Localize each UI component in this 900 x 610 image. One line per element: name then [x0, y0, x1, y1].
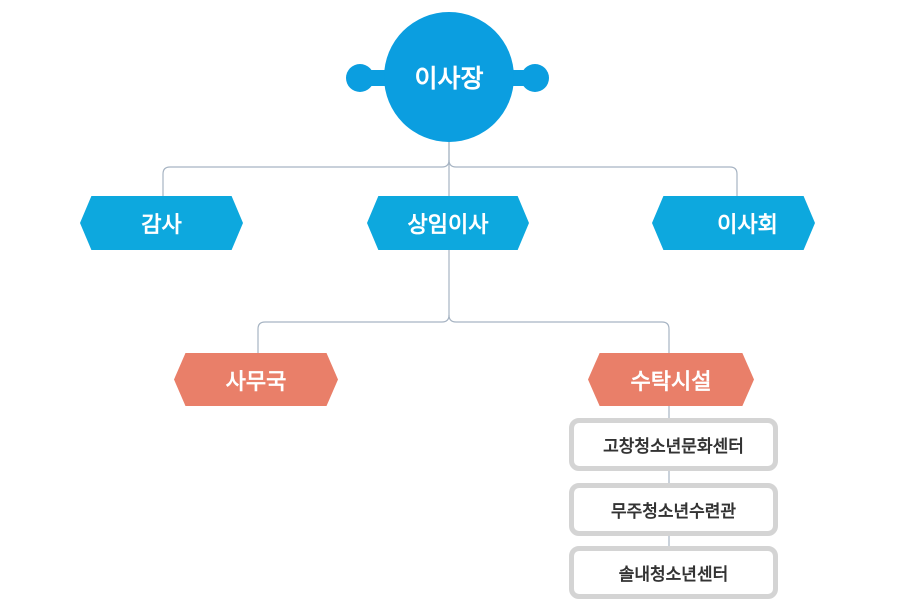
chairman-right-bridge	[510, 70, 536, 86]
secretariat-label: 사무국	[225, 369, 287, 395]
facility-box: 무주청소년수련관	[569, 483, 778, 536]
executive-director-label: 상임이사	[407, 213, 489, 238]
trust-facilities-label: 수탁시설	[630, 369, 712, 395]
chairman-left-bridge	[362, 70, 388, 86]
secretariat-node: 사무국	[174, 353, 338, 406]
chairman-label: 이사장	[414, 64, 484, 93]
facility-label: 고창청소년문화센터	[603, 437, 744, 457]
board-label: 이사회	[717, 213, 778, 238]
audit-node: 감사	[80, 196, 243, 250]
facility-box: 고창청소년문화센터	[569, 418, 778, 471]
chairman-node: 이사장	[384, 12, 514, 142]
facility-label: 무주청소년수련관	[610, 502, 737, 522]
trust-facilities-node: 수탁시설	[588, 353, 754, 406]
board-node: 이사회	[652, 196, 815, 250]
facility-label: 솔내청소년센터	[618, 565, 729, 585]
facility-box: 솔내청소년센터	[569, 546, 778, 599]
executive-director-node: 상임이사	[367, 196, 529, 250]
audit-label: 감사	[141, 213, 182, 238]
